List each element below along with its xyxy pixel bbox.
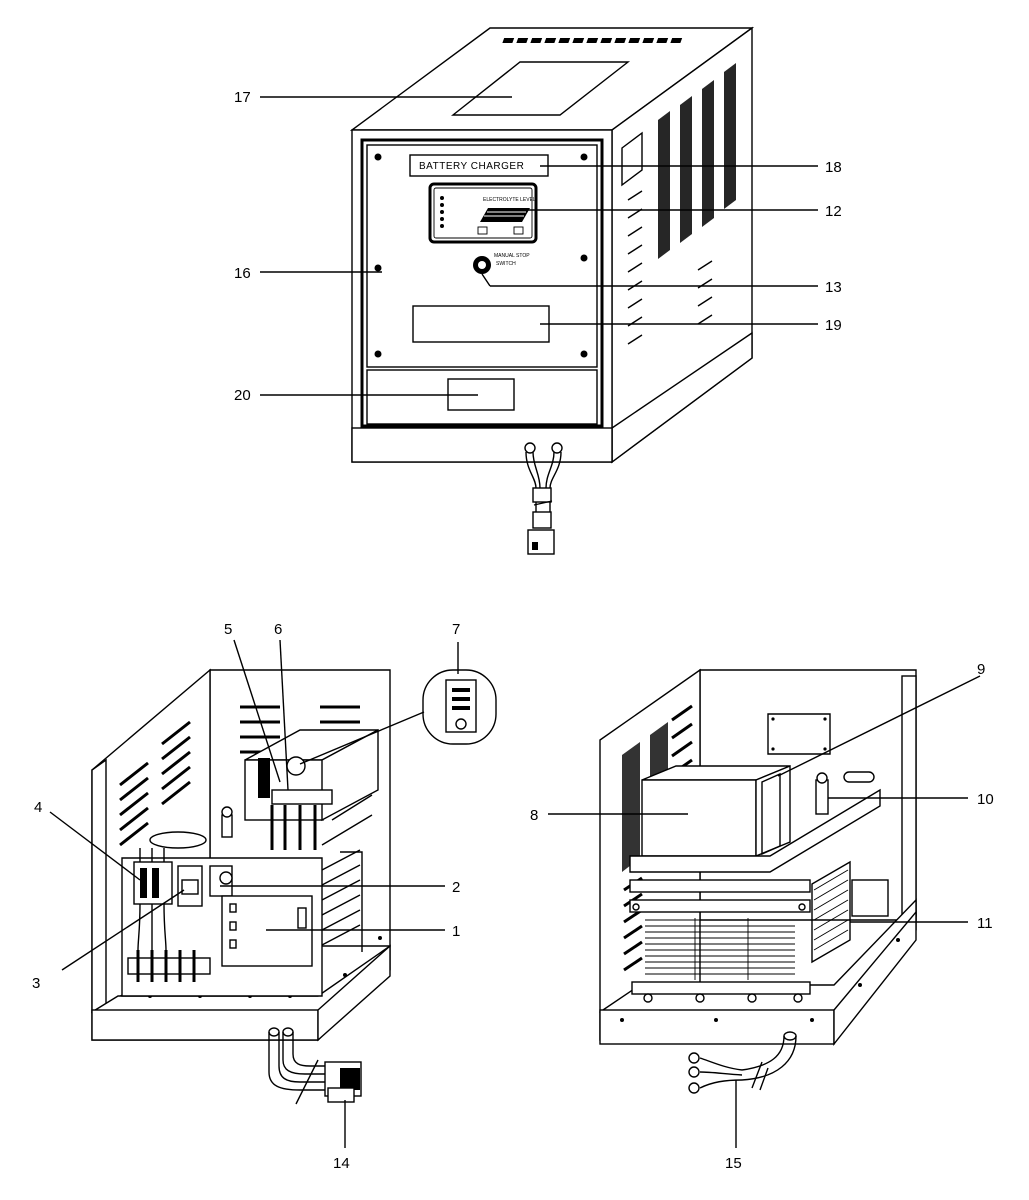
callout-12: 12 — [825, 203, 842, 220]
callout-14: 14 — [333, 1155, 350, 1172]
indicator-leds — [440, 196, 444, 228]
callout-19: 19 — [825, 317, 842, 334]
callout-13: 13 — [825, 279, 842, 296]
callout-leaders — [49, 96, 981, 1148]
callout-3: 3 — [32, 975, 40, 992]
rectifier-assembly — [244, 728, 379, 850]
front-panel-border — [360, 138, 604, 428]
callout-6: 6 — [274, 621, 282, 638]
fuse-holder — [209, 865, 233, 897]
charge-level-icon — [480, 208, 530, 222]
right-view-base-front — [599, 1009, 835, 1045]
callout-20: 20 — [234, 387, 251, 404]
output-cable — [524, 442, 563, 555]
fuse-stack — [221, 806, 233, 838]
callout-5: 5 — [224, 621, 232, 638]
callout-11: 11 — [977, 915, 993, 932]
detail-callout-bubble — [299, 669, 497, 765]
callout-9: 9 — [977, 661, 985, 678]
callout-18: 18 — [825, 159, 842, 176]
callout-17: 17 — [234, 89, 251, 106]
lower-label-plate — [447, 378, 515, 411]
side-vent-grille-upper — [658, 63, 736, 259]
top-vent-slots — [502, 38, 683, 43]
charger-internal-right-view — [599, 668, 917, 1094]
manual-stop-label-2: SWITCH — [496, 261, 516, 267]
status-display — [428, 182, 538, 244]
top-label-plate — [450, 61, 631, 116]
callout-8: 8 — [530, 807, 538, 824]
ac-input-cable — [688, 1031, 797, 1094]
fuse-bracket — [815, 771, 875, 815]
manual-stop-label: MANUAL STOP — [494, 253, 530, 259]
transformer — [629, 860, 889, 1003]
side-window — [621, 131, 643, 187]
input-cable — [268, 1027, 362, 1105]
charger-cabinet-front-view: BATTERY CHARGER ELECTROLYTE LEVEL MANUAL… — [349, 26, 755, 555]
contactor — [133, 831, 207, 905]
cabinet-base — [351, 427, 613, 463]
callout-4: 4 — [34, 799, 42, 816]
left-view-base-front — [91, 1009, 319, 1041]
nameplate-title: BATTERY CHARGER — [419, 161, 524, 172]
charger-internal-left-view — [91, 668, 497, 1105]
component-shelf — [629, 788, 881, 873]
callout-1: 1 — [452, 923, 460, 940]
relay — [177, 865, 203, 907]
heatsink-stack — [321, 849, 363, 952]
callout-7: 7 — [452, 621, 460, 638]
callout-16: 16 — [234, 265, 251, 282]
capacitor-block — [641, 764, 791, 858]
terminal-block — [127, 903, 211, 982]
panel-label-plate — [412, 305, 550, 343]
back-wall-plate — [767, 713, 831, 755]
control-circuit-board — [221, 895, 313, 967]
callout-10: 10 — [977, 791, 994, 808]
callout-15: 15 — [725, 1155, 742, 1172]
callout-labels: 17 18 12 16 13 19 20 5 6 7 4 2 1 3 14 9 … — [32, 89, 994, 1172]
display-header: ELECTROLYTE LEVEL — [483, 197, 536, 203]
callout-2: 2 — [452, 879, 460, 896]
